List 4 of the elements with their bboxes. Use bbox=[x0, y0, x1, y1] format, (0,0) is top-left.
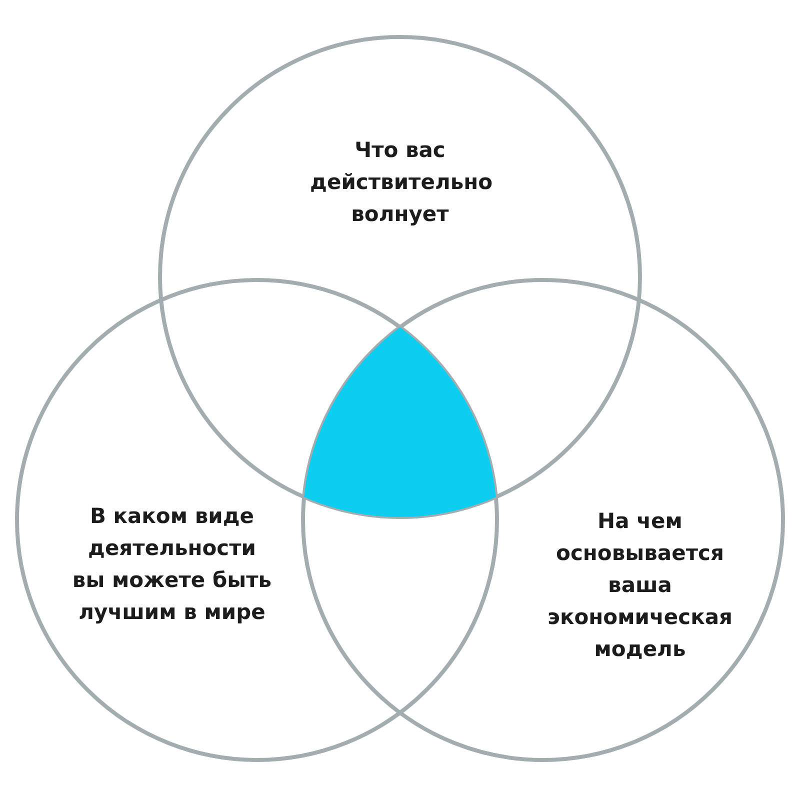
circle-label: В каком виде деятельности вы можете быть лучшим в мире bbox=[72, 503, 272, 626]
intersection-region bbox=[304, 327, 496, 517]
circle-label: На чем основывается ваша экономическая модель bbox=[546, 508, 734, 663]
circle-label: Что вас действительно волнует bbox=[310, 137, 490, 228]
